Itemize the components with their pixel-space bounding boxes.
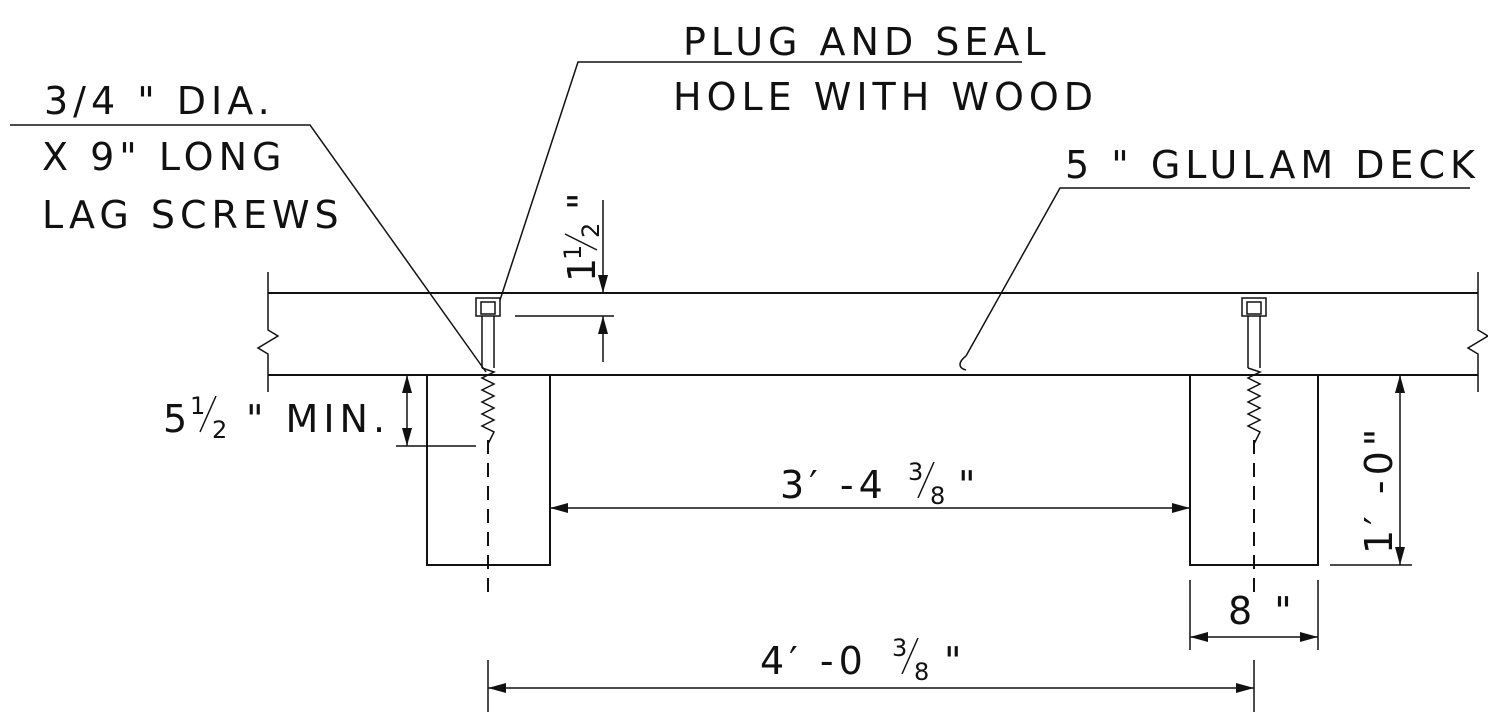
center-span-unit: " — [944, 639, 966, 683]
lag-screw-callout: 3/4 " DIA. X 9" LONG LAG SCREWS — [10, 79, 487, 373]
lag-screw-label-line3: LAG SCREWS — [42, 193, 344, 237]
left-lag-screw — [475, 297, 501, 445]
beam-width-dimension: 8 " — [1189, 580, 1319, 650]
plug-seal-label-line1: PLUG AND SEAL — [683, 20, 1051, 64]
center-span-numerator: 3 — [892, 634, 907, 662]
lag-screw-label-line1: 3/4 " DIA. — [44, 79, 275, 123]
embed-unit: " MIN. — [246, 397, 390, 441]
embed-numerator: 1 — [190, 392, 205, 420]
clear-span-main: 3′ -4 — [780, 463, 888, 507]
clear-span-dimension: 3′ -4 3 8 " — [550, 458, 1190, 513]
plug-seal-callout: PLUG AND SEAL HOLE WITH WOOD — [499, 20, 1098, 301]
counterbore-whole: 1 — [560, 253, 604, 282]
clear-span-unit: " — [958, 463, 980, 507]
counterbore-dimension: 1 1 2 " — [515, 188, 614, 362]
glulam-deck-callout: 5 " GLULAM DECK — [959, 143, 1480, 371]
embed-denominator: 2 — [212, 416, 227, 444]
counterbore-numerator: 1 — [559, 245, 587, 260]
beam-depth-dimension: 1′ -0" — [1330, 375, 1412, 566]
lag-screw-label-line2: X 9" LONG — [42, 135, 286, 179]
counterbore-unit: " — [560, 188, 604, 210]
center-span-main: 4′ -0 — [760, 639, 868, 683]
plug-seal-label-line2: HOLE WITH WOOD — [673, 75, 1098, 119]
center-span-denominator: 8 — [914, 658, 929, 686]
right-lag-screw — [1241, 297, 1267, 445]
counterbore-denominator: 2 — [577, 223, 605, 238]
beam-depth-label: 1′ -0" — [1357, 424, 1401, 554]
glulam-deck-label: 5 " GLULAM DECK — [1065, 143, 1480, 187]
glulam-deck — [256, 272, 1488, 392]
center-span-dimension: 4′ -0 3 8 " — [487, 634, 1255, 712]
clear-span-denominator: 8 — [930, 482, 945, 510]
embed-whole: 5 — [163, 397, 192, 441]
embed-dimension: 5 1 2 " MIN. — [163, 375, 476, 447]
beam-width-label: 8 " — [1228, 589, 1297, 633]
clear-span-numerator: 3 — [908, 458, 923, 486]
